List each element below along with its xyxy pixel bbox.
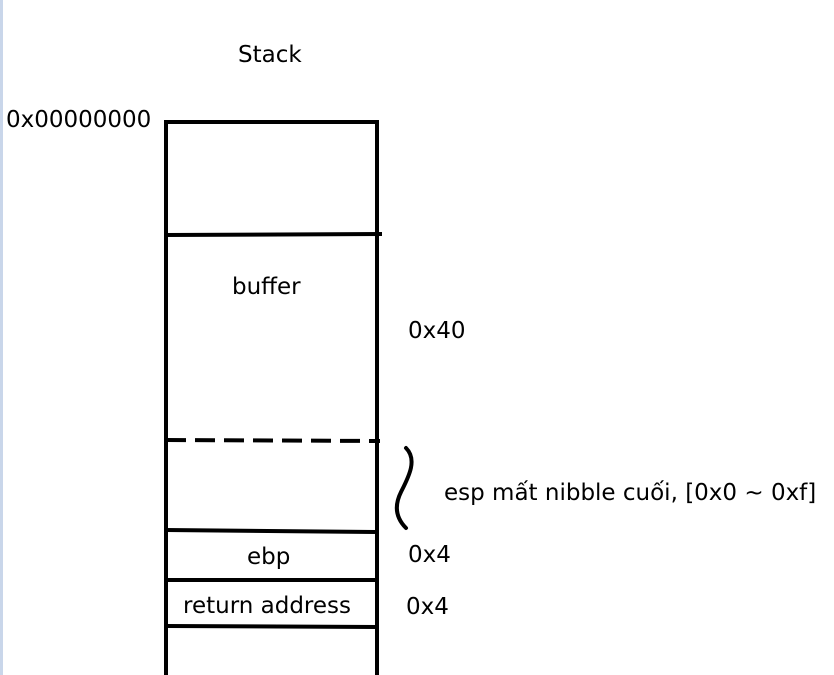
ebp-top-line <box>165 528 376 534</box>
return-address-size-label: 0x4 <box>406 594 449 620</box>
ebp-label: ebp <box>247 544 291 570</box>
buffer-size-label: 0x40 <box>408 318 466 344</box>
buffer-end-dashed-line <box>165 438 381 443</box>
alignment-note: esp mất nibble cuối, [0x0 ~ 0xf] <box>444 480 817 506</box>
base-address-label: 0x00000000 <box>6 107 152 133</box>
alignment-brace <box>394 446 414 530</box>
return-address-label: return address <box>183 593 351 619</box>
buffer-top-line <box>165 232 383 237</box>
stack-title: Stack <box>238 42 302 68</box>
ebp-size-label: 0x4 <box>408 542 451 568</box>
return-address-bottom-line <box>165 624 378 629</box>
buffer-label: buffer <box>232 274 301 300</box>
window-edge <box>0 0 3 675</box>
